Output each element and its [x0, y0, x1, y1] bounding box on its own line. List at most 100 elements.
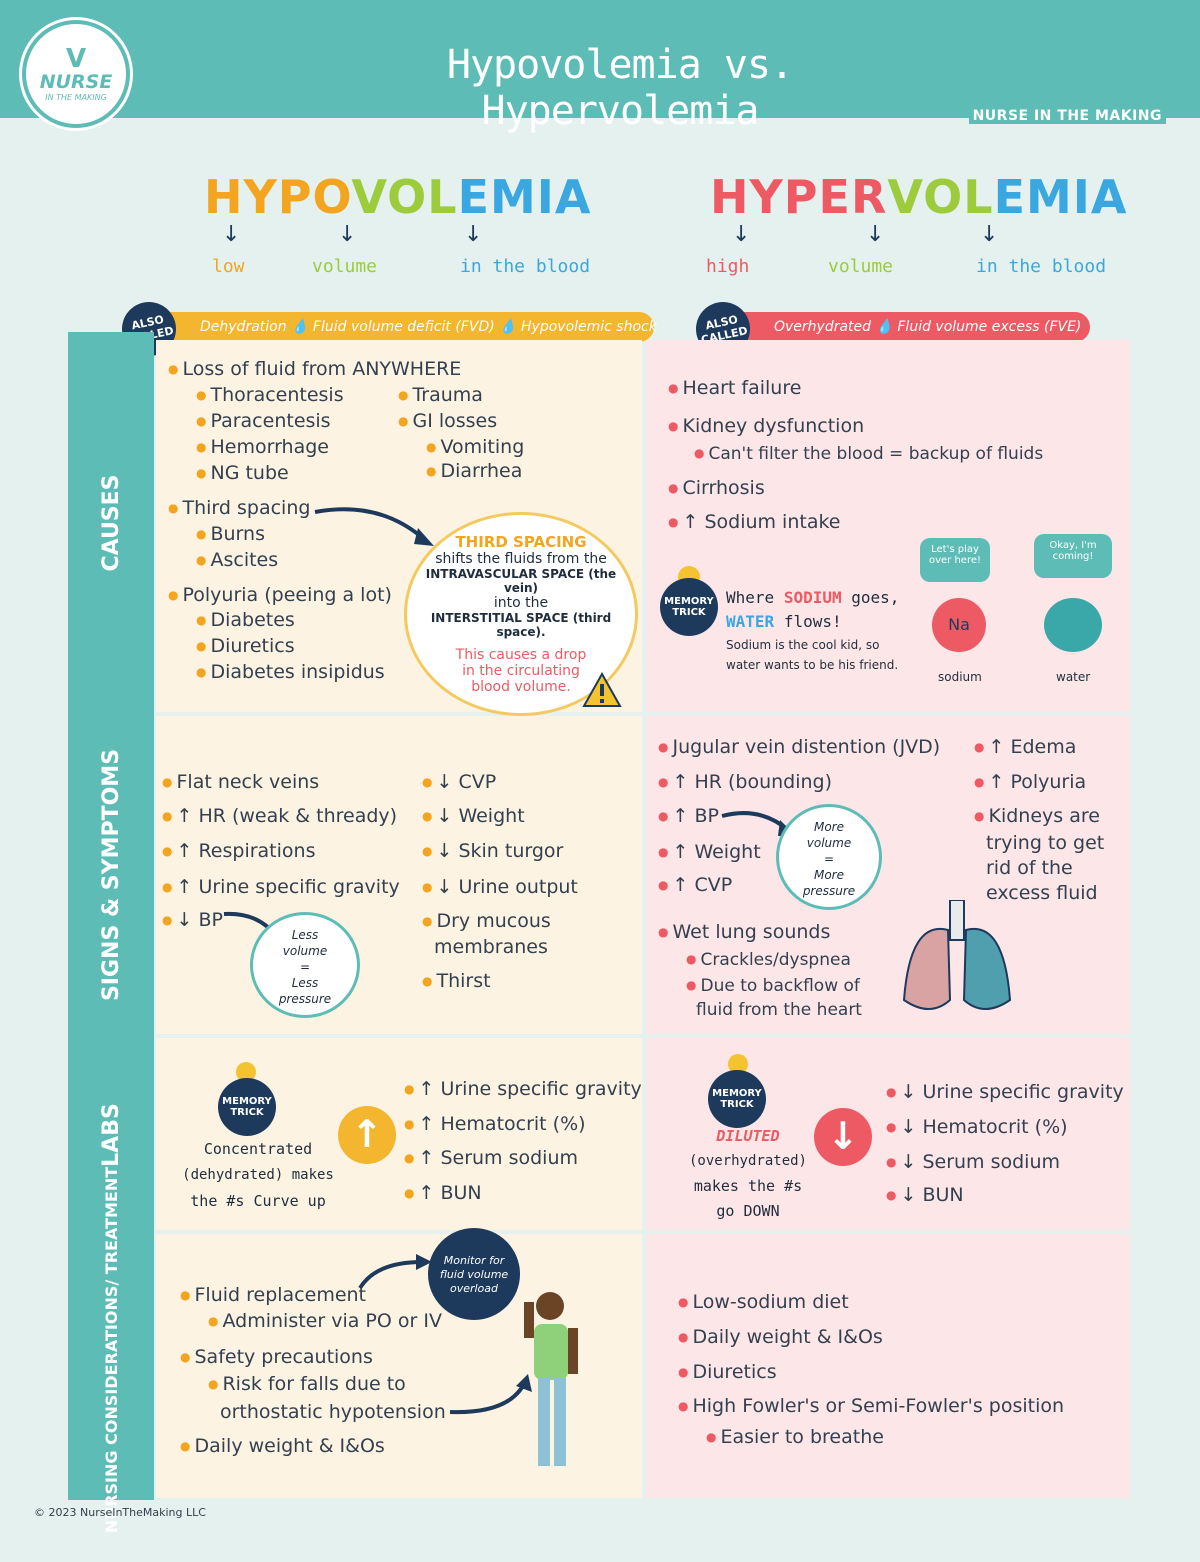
list-item: ●↓ Weight — [422, 805, 525, 827]
list-item: ●Risk for falls due to — [208, 1373, 406, 1395]
list-item: ●Daily weight & I&Os — [180, 1435, 385, 1457]
list-item: ●Wet lung sounds — [658, 921, 831, 943]
curved-arrow-icon — [314, 507, 434, 546]
water-character-icon — [1044, 598, 1102, 652]
list-item: ●Administer via PO or IV — [208, 1310, 442, 1332]
dizzy-person-icon — [524, 1292, 578, 1466]
hyper-sub-blood: in the blood — [976, 256, 1107, 277]
arrow-up-icon: ↑ — [338, 1106, 396, 1164]
curved-arrow-icon — [449, 1374, 532, 1415]
sodium-label: sodium — [938, 670, 982, 684]
arrow-down-icon: ↓ — [464, 222, 483, 247]
bubble-title: THIRD SPACING — [455, 533, 587, 551]
hyper-heading: HYPERVOLEMIA — [710, 170, 1128, 224]
hyper-part-1: HYPER — [710, 170, 888, 224]
list-item-continued: fluid from the heart — [696, 1000, 862, 1020]
hypo-sub-low: low — [212, 256, 245, 277]
list-item: ●Diuretics — [196, 635, 295, 657]
arrow-down-icon: ↓ — [980, 222, 999, 247]
list-item-continued: rid of the — [986, 857, 1073, 879]
warning-icon — [582, 672, 622, 707]
signs-hyper-panel — [646, 716, 1130, 1034]
copyright-footer: © 2023 NurseInTheMaking LLC — [34, 1506, 206, 1519]
bubble-line: INTRAVASCULAR SPACE (the vein) — [425, 567, 617, 595]
list-item: ●↓ Serum sodium — [886, 1151, 1061, 1173]
list-item: ●Trauma — [398, 384, 483, 406]
list-item: ●Dry mucous — [422, 910, 551, 932]
memory-trick-note: Sodium is the cool kid, so — [726, 638, 880, 652]
list-item: ●↑ CVP — [658, 874, 733, 896]
list-item: ●Diarrhea — [426, 460, 523, 482]
sodium-character-icon: Na — [932, 598, 986, 652]
list-item: ●↑ Sodium intake — [668, 511, 841, 533]
list-item: ●Diabetes insipidus — [196, 661, 385, 683]
memory-trick-line: Where SODIUM goes, — [726, 588, 900, 607]
list-item-continued: trying to get — [986, 832, 1105, 854]
hyper-sub-volume: volume — [828, 256, 894, 277]
nursing-hyper-panel — [646, 1234, 1130, 1498]
section-label-nursing: NURSING CONSIDERATIONS/ TREATMENT — [102, 1166, 121, 1534]
list-item: ●Safety precautions — [180, 1346, 373, 1368]
list-item: ●Thirst — [422, 970, 491, 992]
list-item: ●Diabetes — [196, 609, 295, 631]
memory-trick-line: WATER flows! — [726, 612, 842, 631]
list-item: ●↑ Respirations — [162, 840, 316, 862]
water-label: water — [1056, 670, 1091, 684]
list-item: ●↑ BUN — [404, 1182, 482, 1204]
list-item: ●↑ HR (weak & thready) — [162, 805, 398, 827]
list-item: ●↓ Urine output — [422, 876, 578, 898]
hypo-heading: HYPOVOLEMIA — [204, 170, 592, 224]
list-item: ●Loss of fluid from ANYWHERE — [168, 358, 462, 380]
hypo-part-1: HYPO — [204, 170, 352, 224]
list-item: ●Low-sodium diet — [678, 1291, 849, 1313]
list-item: ●↓ Hematocrit (%) — [886, 1116, 1068, 1138]
hypo-sub-blood: in the blood — [460, 256, 591, 277]
list-item: ●Polyuria (peeing a lot) — [168, 584, 392, 606]
memory-trick-note: water wants to be his friend. — [726, 658, 899, 672]
list-item: ●Paracentesis — [196, 410, 331, 432]
section-label-signs: SIGNS & SYMPTOMS — [99, 748, 124, 1002]
list-item: ●Fluid replacement — [180, 1284, 367, 1306]
list-item: ●High Fowler's or Semi-Fowler's position — [678, 1395, 1065, 1417]
bubble-warning: blood volume. — [471, 679, 571, 695]
list-item: ●↑ BP — [658, 805, 719, 827]
speech-bubble: Okay, I'm coming! — [1034, 534, 1112, 578]
list-item: ●Cirrhosis — [668, 477, 765, 499]
list-item: ●↓ BUN — [886, 1184, 964, 1206]
brand-logo: V NURSE IN THE MAKING — [22, 20, 130, 128]
list-item: ●Heart failure — [668, 377, 802, 399]
signs-hypo-panel — [156, 716, 642, 1034]
memory-trick-badge: MEMORY TRICK — [218, 1078, 276, 1136]
memory-trick-badge: MEMORY TRICK — [660, 578, 718, 636]
logo-tagline: IN THE MAKING — [45, 92, 107, 102]
list-item: ●↓ BP — [162, 909, 223, 931]
bubble-line: INTERSTITIAL SPACE (third space). — [430, 611, 612, 639]
bubble-line: shifts the fluids from the — [435, 551, 607, 567]
list-item: ●GI losses — [398, 410, 498, 432]
bubble-warning: in the circulating — [462, 663, 580, 679]
logo-name: NURSE — [39, 70, 113, 93]
list-item: ●NG tube — [196, 462, 289, 484]
list-item: ●↓ Skin turgor — [422, 840, 564, 862]
hypo-part-2: VOL — [351, 170, 458, 224]
list-item: ●Diuretics — [678, 1361, 777, 1383]
list-item: ●↑ Urine specific gravity — [162, 876, 400, 898]
list-item: ●Third spacing — [168, 497, 311, 519]
hypo-also-called: Dehydration 💧 Fluid volume deficit (FVD)… — [150, 312, 657, 342]
list-item: ●Burns — [196, 523, 265, 545]
list-item: ●↑ HR (bounding) — [658, 771, 833, 793]
list-item-continued: orthostatic hypotension — [220, 1401, 446, 1423]
list-item: ●Crackles/dyspnea — [686, 950, 851, 970]
list-item: ●↑ Urine specific gravity — [404, 1078, 642, 1100]
section-sidebar — [68, 332, 154, 1500]
list-item: ●↑ Serum sodium — [404, 1147, 579, 1169]
list-item: ●↓ CVP — [422, 771, 497, 793]
curved-arrow-icon — [358, 1254, 432, 1290]
monitor-badge: Monitor for fluid volume overload — [428, 1228, 520, 1320]
lightbulb-icon — [728, 1054, 748, 1074]
list-item: ●↑ Hematocrit (%) — [404, 1113, 586, 1135]
